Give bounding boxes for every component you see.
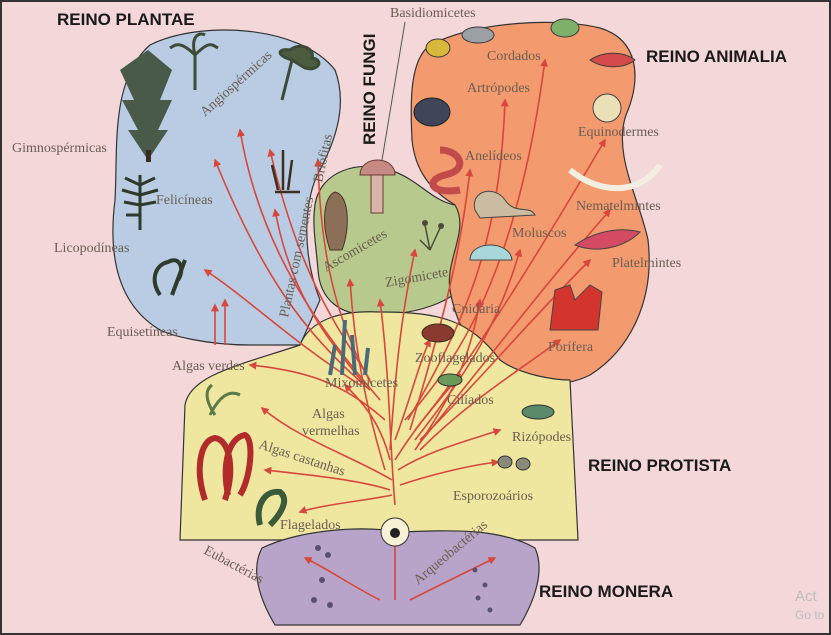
- ciliate-icon: [437, 373, 463, 387]
- jellyfish-icon: [469, 244, 513, 261]
- zooflagellate-icon: [421, 323, 455, 343]
- title-reino-plantae: REINO PLANTAE: [57, 10, 195, 29]
- amoeba-icon: [521, 404, 555, 420]
- frog-icon: [550, 18, 580, 38]
- green-algae-icon: [205, 383, 241, 416]
- label-equinodermes: Equinodermes: [578, 125, 659, 140]
- arrow-cordados: [404, 58, 549, 421]
- arrow-ascomicetes: [346, 278, 386, 471]
- label-anelideos: Anelídeos: [465, 149, 522, 164]
- sea-urchin-icon: [592, 93, 622, 123]
- arrow-esporozoarios: [399, 458, 500, 486]
- arrow-algas-vermelhas: [260, 406, 393, 481]
- arrow-anelideos: [409, 168, 474, 431]
- title-reino-animalia: REINO ANIMALIA: [646, 47, 787, 66]
- conifer-trunk-icon: [146, 150, 151, 162]
- label-mixomicetes: Mixomicetes: [325, 376, 398, 391]
- label-algas: Algas: [312, 407, 345, 422]
- snail-icon: [473, 190, 536, 219]
- red-algae-icon: [196, 431, 254, 501]
- label-gimnospermicas: Gimnospérmicas: [12, 141, 107, 156]
- arrow-licopodineas: [203, 269, 361, 386]
- conifer-tree-icon: [120, 50, 172, 160]
- sporozoan-icon-1: [497, 455, 513, 469]
- brown-algae-icon: [255, 488, 288, 528]
- palm-tree-icon: [169, 32, 219, 90]
- flowering-tree-icon: [278, 44, 321, 101]
- worm-icon: [429, 146, 464, 195]
- label-vermelhas: vermelhas: [302, 424, 360, 439]
- label-porifera: Porífera: [548, 340, 594, 355]
- arrow-felicineas: [272, 208, 366, 386]
- arrow-zooflagelados: [394, 338, 431, 441]
- mushroom-icon: [359, 159, 396, 176]
- arrow-gimnospermicas: [213, 158, 371, 391]
- fish-icon: [589, 52, 636, 68]
- label-artropodes: Artrópodes: [467, 81, 530, 96]
- organism-illustrations: [120, 18, 663, 613]
- label-flagelados: Flagelados: [280, 518, 341, 533]
- morel-icon: [324, 191, 348, 251]
- arrow-rizopodes: [397, 428, 502, 471]
- fern-icon: [121, 175, 159, 230]
- label-zooflagelados: Zooflagelados: [415, 351, 495, 366]
- label-licopodineas: Licopodíneas: [54, 241, 129, 256]
- arrow-equinodermes: [414, 138, 606, 431]
- slime-mold-icon: [328, 319, 370, 376]
- label-platelmintes: Platelmintes: [612, 256, 681, 271]
- sporozoan-icon-2: [515, 457, 531, 471]
- arrow-plantas-sementes: [267, 148, 371, 381]
- arrow-porifera: [419, 339, 562, 451]
- label-esporozoarios: Esporozoários: [453, 489, 533, 504]
- label-rizopodes: Rizópodes: [512, 430, 571, 445]
- arrow-flagelados: [298, 494, 393, 514]
- arrow-arqueobacterias: [409, 557, 497, 601]
- arrow-moluscos: [414, 248, 523, 441]
- label-felicineas: Felicíneas: [156, 193, 213, 208]
- lycopod-icon: [152, 258, 187, 297]
- nematode-icon: [568, 163, 663, 192]
- title-reino-protista: REINO PROTISTA: [588, 456, 731, 475]
- activation-watermark-line1: Act: [795, 588, 817, 605]
- arrow-platelmintes: [419, 258, 592, 441]
- label-cnidaria: Cnidária: [452, 302, 501, 317]
- bacteria-icons: [311, 545, 493, 613]
- title-reino-fungi: REINO FUNGI: [360, 34, 379, 145]
- mold-icon: [419, 224, 441, 251]
- mushroom-stem-icon: [370, 174, 384, 214]
- activation-watermark-line2: Go to: [795, 608, 825, 622]
- label-algas-verdes: Algas verdes: [172, 359, 245, 374]
- label-nematelmintes: Nematelmintes: [576, 199, 661, 214]
- flatworm-icon: [573, 229, 641, 250]
- sponge-icon: [549, 284, 603, 331]
- label-cordados: Cordados: [487, 49, 541, 64]
- moss-icon: [270, 150, 300, 194]
- arrow-fungi-trunk: [376, 298, 396, 506]
- arrow-zigomicete: [389, 248, 418, 451]
- fly-icon: [413, 97, 451, 127]
- label-basidiomicetes: Basidiomicetes: [390, 6, 476, 21]
- arrow-briofitas: [314, 158, 373, 386]
- arrow-algas-verdes: [248, 361, 386, 421]
- title-reino-monera: REINO MONERA: [539, 582, 673, 601]
- basidiomicetes-pointer: [381, 21, 406, 161]
- arrow-mixomicetes: [343, 383, 391, 461]
- label-ciliados: Ciliados: [447, 393, 494, 408]
- rat-icon: [461, 26, 495, 44]
- label-equisetineas: Equisetíneas: [107, 325, 178, 340]
- bird-icon: [425, 38, 451, 58]
- arrow-eubacterias: [303, 557, 381, 601]
- arrow-artropodes: [407, 98, 509, 421]
- arrow-algas-castanhas: [263, 466, 391, 491]
- label-moluscos: Moluscos: [512, 226, 566, 241]
